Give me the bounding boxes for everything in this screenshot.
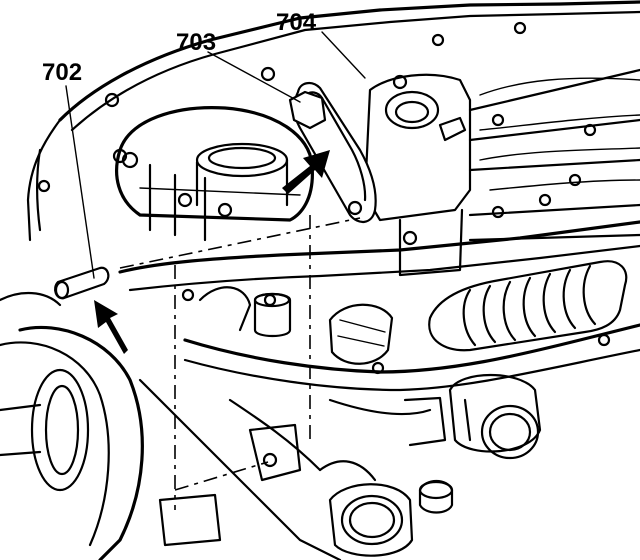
alignment-center-lines: [119, 215, 361, 510]
leader-704: [321, 31, 366, 79]
callout-704: 704: [276, 9, 317, 36]
pump-housing: [115, 106, 314, 242]
arrow-upper: [282, 150, 330, 194]
leader-703: [207, 51, 301, 103]
bottom-ports: [328, 479, 454, 557]
callout-703: 703: [176, 29, 216, 56]
valve-body: [363, 68, 640, 277]
pin-702: [54, 266, 110, 300]
leader-lines: [65, 31, 366, 279]
lower-case-body: [138, 378, 447, 560]
tube-fitting-right: [448, 374, 542, 460]
leader-702: [65, 85, 95, 279]
arrow-lower: [94, 300, 128, 354]
upper-case-casting: [26, 0, 640, 242]
output-flange: [0, 291, 144, 560]
middle-small-parts: [198, 286, 394, 365]
plate-703: [288, 90, 327, 130]
callout-702: 702: [42, 59, 82, 86]
filter-spring: [428, 260, 628, 352]
lower-case-flange: [118, 220, 640, 392]
